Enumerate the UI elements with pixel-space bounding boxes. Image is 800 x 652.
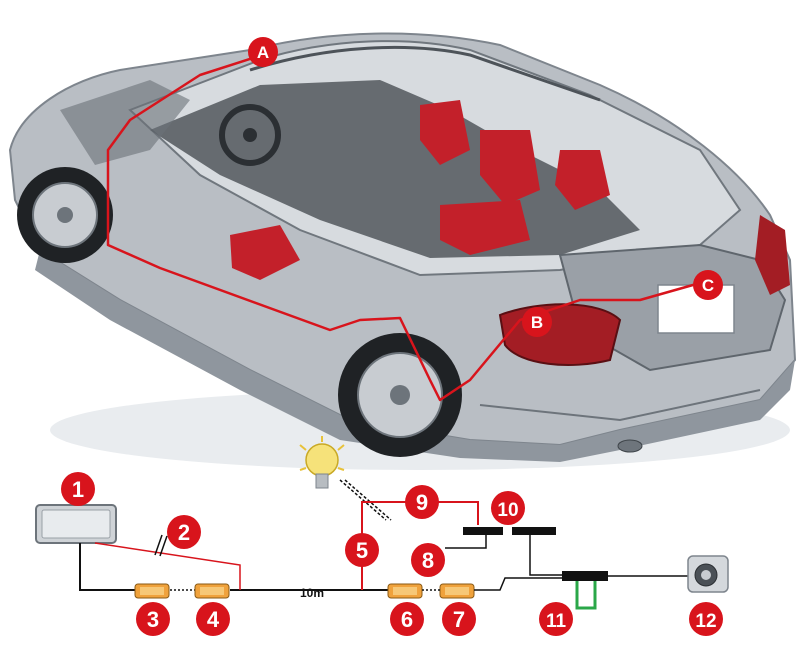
label-7: 7 — [442, 602, 476, 636]
label-6: 6 — [390, 602, 424, 636]
label-10-text: 10 — [497, 500, 518, 521]
marker-c: C — [693, 270, 723, 300]
connector-3-icon — [134, 583, 170, 599]
label-4: 4 — [196, 602, 230, 636]
label-2: 2 — [167, 515, 201, 549]
connector-6-icon — [387, 583, 423, 599]
label-5: 5 — [345, 533, 379, 567]
marker-a-label: A — [257, 43, 269, 62]
label-12: 12 — [689, 602, 723, 636]
connector-4-icon — [194, 583, 230, 599]
label-1-text: 1 — [72, 477, 84, 502]
label-4-text: 4 — [207, 607, 220, 632]
camera-icon — [687, 555, 729, 593]
label-3: 3 — [136, 602, 170, 636]
label-11-text: 11 — [546, 611, 567, 632]
marker-a: A — [248, 37, 278, 67]
label-12-text: 12 — [695, 611, 716, 632]
bulb-icon — [299, 436, 345, 489]
label-9: 9 — [405, 485, 439, 519]
car-illustration — [8, 32, 797, 470]
marker-c-label: C — [702, 276, 714, 295]
monitor-icon — [35, 504, 117, 544]
rear-wheel — [338, 333, 462, 457]
fuse-icon — [463, 527, 556, 535]
junction-block-icon — [562, 571, 608, 610]
label-8: 8 — [411, 543, 445, 577]
label-11: 11 — [539, 602, 573, 636]
marker-b-label: B — [531, 313, 543, 332]
marker-b: B — [522, 307, 552, 337]
label-10: 10 — [491, 491, 525, 525]
label-8-text: 8 — [422, 548, 434, 573]
label-3-text: 3 — [147, 607, 159, 632]
label-1: 1 — [61, 472, 95, 506]
front-wheel — [17, 167, 113, 263]
connector-7-icon — [439, 583, 475, 599]
label-6-text: 6 — [401, 607, 413, 632]
label-9-text: 9 — [416, 490, 428, 515]
label-5-text: 5 — [356, 538, 368, 563]
label-7-text: 7 — [453, 607, 465, 632]
label-2-text: 2 — [178, 520, 190, 545]
cable-length-label: 10m — [300, 586, 324, 600]
